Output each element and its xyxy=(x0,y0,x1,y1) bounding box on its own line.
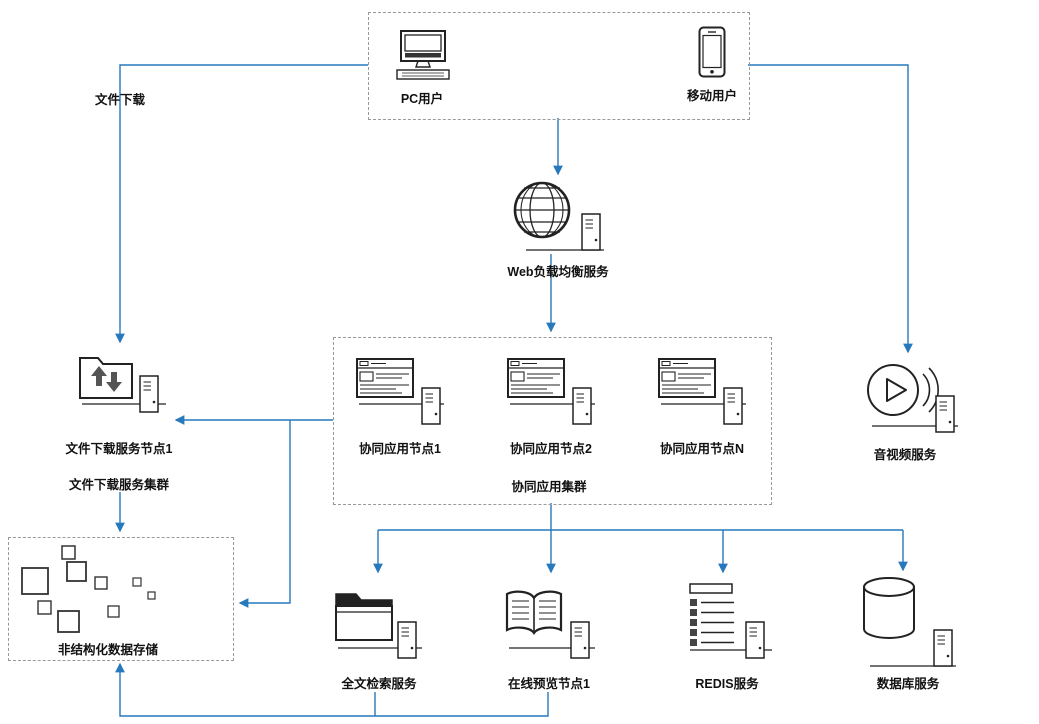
fulltext-label: 全文检索服务 xyxy=(341,677,417,691)
server-icon xyxy=(933,629,953,667)
node-coop-n xyxy=(658,358,750,428)
server-icon xyxy=(421,387,441,425)
file-download-edge-label: 文件下载 xyxy=(95,93,146,107)
coop-node-1-label: 协同应用节点1 xyxy=(359,442,441,456)
node-coop-2 xyxy=(507,358,599,428)
database-icon xyxy=(863,577,956,667)
node-coop-1 xyxy=(356,358,448,428)
node-database xyxy=(862,576,958,670)
node-mobile-user xyxy=(698,26,726,78)
play-circle-icon xyxy=(867,364,958,433)
file-dl-cluster-label: 文件下载服务集群 xyxy=(68,478,169,492)
server-icon xyxy=(397,621,417,659)
file-dl-node-label: 文件下载服务节点1 xyxy=(65,442,173,456)
unstructured-storage-box xyxy=(8,537,234,661)
node-fulltext xyxy=(334,586,426,666)
server-icon xyxy=(723,387,743,425)
node-av-service xyxy=(866,360,962,438)
server-icon xyxy=(572,387,592,425)
download-arrow-icon xyxy=(106,372,122,392)
users-group-box xyxy=(368,12,750,120)
browser-window-icon xyxy=(356,358,444,425)
node-file-download xyxy=(78,346,170,424)
coop-node-n-label: 协同应用节点N xyxy=(659,442,745,456)
folder-tab xyxy=(335,593,393,607)
node-redis xyxy=(684,582,776,664)
coop-cluster-label: 协同应用集群 xyxy=(511,480,587,494)
node-pc-user xyxy=(394,30,452,82)
av-service-label: 音视频服务 xyxy=(873,448,937,462)
data-blocks-icon xyxy=(21,545,156,633)
node-web-lb xyxy=(512,180,610,256)
pc-user-label: PC用户 xyxy=(400,92,444,106)
preview-label: 在线预览节点1 xyxy=(508,677,590,691)
sound-wave-icon xyxy=(922,373,931,407)
folder-icon xyxy=(335,593,422,659)
server-icon xyxy=(139,375,159,413)
coop-node-2-label: 协同应用节点2 xyxy=(510,442,592,456)
server-icon xyxy=(745,621,765,659)
server-icon xyxy=(581,213,601,251)
upload-arrow-icon xyxy=(91,366,107,386)
database-label: 数据库服务 xyxy=(876,677,940,691)
open-book-icon xyxy=(505,590,595,659)
unstructured-storage-scatter xyxy=(8,537,232,659)
globe-icon xyxy=(513,181,604,251)
browser-window-icon xyxy=(658,358,746,425)
mobile-user-label: 移动用户 xyxy=(686,89,737,103)
sound-wave-icon xyxy=(928,367,939,413)
smartphone-icon xyxy=(698,26,726,78)
list-icon xyxy=(689,583,772,659)
coop-cluster-box xyxy=(333,337,772,505)
redis-label: REDIS服务 xyxy=(695,677,759,691)
unstructured-storage-label: 非结构化数据存储 xyxy=(57,643,158,657)
server-icon xyxy=(570,621,590,659)
web-lb-label: Web负载均衡服务 xyxy=(507,265,609,279)
node-preview xyxy=(503,584,599,666)
desktop-computer-icon xyxy=(396,30,450,80)
download-folder-icon xyxy=(79,357,166,413)
server-icon xyxy=(935,395,955,433)
browser-window-icon xyxy=(507,358,595,425)
